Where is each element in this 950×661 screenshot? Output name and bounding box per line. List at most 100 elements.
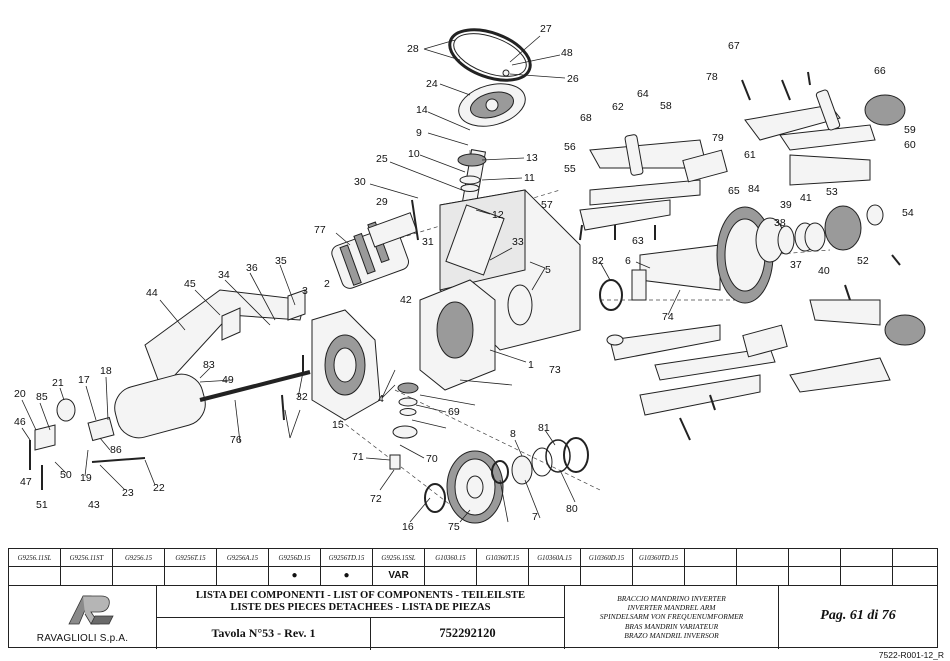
variant-cell: G10360TD.15: [633, 549, 685, 585]
variant-code: G9256D.15: [269, 552, 320, 567]
callout-5: 5: [545, 264, 551, 276]
variant-code: G9256.11ST: [61, 552, 112, 567]
callout-8: 8: [510, 428, 516, 440]
callout-84: 84: [748, 183, 760, 195]
list-title-line-2: LISTE DES PIECES DETACHEES - LISTA DE PI…: [230, 602, 491, 613]
variant-mark: [9, 568, 60, 584]
callout-4: 4: [378, 393, 384, 405]
callout-86: 86: [110, 444, 122, 456]
callout-15: 15: [332, 419, 344, 431]
variant-mark: ●: [343, 570, 350, 581]
callout-64: 64: [637, 88, 649, 100]
variant-mark: [789, 568, 840, 584]
info-row: RAVAGLIOLI S.p.A. LISTA DEI COMPONENTI -…: [9, 585, 937, 650]
mandrel-group: [599, 204, 884, 311]
callout-74: 74: [662, 311, 674, 323]
callout-52: 52: [857, 255, 869, 267]
housing-group: [419, 189, 581, 391]
tavola-number: Tavola N°53 - Rev. 1: [157, 618, 371, 650]
callout-55: 55: [564, 163, 576, 175]
callout-10: 10: [408, 148, 420, 160]
variant-code: G10360TD.15: [633, 552, 684, 567]
callout-48: 48: [561, 47, 573, 59]
variant-cell: [789, 549, 841, 585]
variant-code: [893, 552, 937, 567]
callout-11: 11: [524, 172, 535, 184]
variant-code: G10360D.15: [581, 552, 632, 567]
variant-mark: [165, 568, 216, 584]
list-title-line-1: LISTA DEI COMPONENTI - LIST OF COMPONENT…: [195, 590, 526, 601]
callout-77: 77: [314, 224, 326, 236]
callout-47: 47: [20, 476, 32, 488]
variant-code: [841, 552, 892, 567]
page-number: Pag. 61 di 76: [820, 608, 896, 623]
callout-62: 62: [612, 101, 624, 113]
callout-3: 3: [302, 285, 308, 297]
callout-31: 31: [422, 236, 434, 248]
ravaglioli-logo: [68, 595, 114, 625]
drawing-code: 752292120: [439, 626, 496, 640]
callout-28: 28: [407, 43, 419, 55]
callout-7: 7: [532, 511, 538, 523]
variant-cell: [841, 549, 893, 585]
document-reference: 7522-R001-12_R: [878, 650, 944, 660]
variant-code: G10360.15: [425, 552, 476, 567]
description-line: SPINDELSARM VON FREQUENUMFORMER: [599, 612, 744, 622]
variant-code: G9256.11SL: [9, 552, 60, 567]
callout-72: 72: [370, 493, 382, 505]
description-line: BRAS MANDRIN VARIATEUR: [624, 621, 719, 631]
callout-21: 21: [52, 377, 64, 389]
callout-16: 16: [402, 521, 414, 533]
callout-81: 81: [538, 422, 550, 434]
list-cell: LISTA DEI COMPONENTI - LIST OF COMPONENT…: [157, 586, 565, 650]
callout-41: 41: [800, 192, 812, 204]
callout-63: 63: [632, 235, 644, 247]
callout-53: 53: [826, 186, 838, 198]
callout-19: 19: [80, 472, 92, 484]
callout-25: 25: [376, 153, 388, 165]
variant-cell: G10360A.15: [529, 549, 581, 585]
description-line: BRACCIO MANDRINO INVERTER: [617, 594, 726, 603]
callout-30: 30: [354, 176, 366, 188]
variant-cell: G9256.11SL: [9, 549, 61, 585]
callout-27: 27: [540, 23, 552, 35]
fastener-group: [29, 71, 901, 490]
variant-mark: [217, 568, 268, 584]
variant-cell: G9256D.15 ●: [269, 549, 321, 585]
callout-29: 29: [376, 196, 388, 208]
variant-mark: [113, 568, 164, 584]
callout-75: 75: [448, 521, 460, 533]
callout-1: 1: [528, 359, 534, 371]
variant-mark: [633, 568, 684, 584]
callout-78: 78: [706, 71, 718, 83]
callout-13: 13: [526, 152, 538, 164]
variant-mark: [529, 568, 580, 584]
variant-mark: [477, 568, 528, 584]
callout-58: 58: [660, 100, 672, 112]
callout-labels: 1 2 3 4 5 6 7 8 9 10 11 12 13 14 15 16 1…: [14, 23, 916, 533]
variant-cell: [685, 549, 737, 585]
variant-mark: ●: [291, 570, 298, 581]
flange-group: [311, 309, 381, 421]
belt-pulley-group: [448, 28, 532, 127]
cover-group: [34, 289, 311, 451]
upper-arms-group: [579, 89, 906, 231]
callout-35: 35: [275, 255, 287, 267]
variant-cell: G10360D.15: [581, 549, 633, 585]
callout-80: 80: [566, 503, 578, 515]
callout-50: 50: [60, 469, 72, 481]
callout-44: 44: [146, 287, 158, 299]
callout-67: 67: [728, 40, 740, 52]
variant-mark: [737, 568, 788, 584]
motor-group: [331, 199, 419, 289]
callout-37: 37: [790, 259, 802, 271]
callout-76: 76: [230, 434, 242, 446]
variant-cell: G10360.15: [425, 549, 477, 585]
variant-row: G9256.11SL G9256.11ST G9256.15 G9256T.15…: [9, 549, 937, 585]
callout-2: 2: [324, 278, 330, 290]
description-cell: BRACCIO MANDRINO INVERTER INVERTER MANDR…: [565, 586, 779, 649]
callout-83: 83: [203, 359, 215, 371]
variant-code: G9256T.15: [165, 552, 216, 567]
callout-51: 51: [36, 499, 48, 511]
